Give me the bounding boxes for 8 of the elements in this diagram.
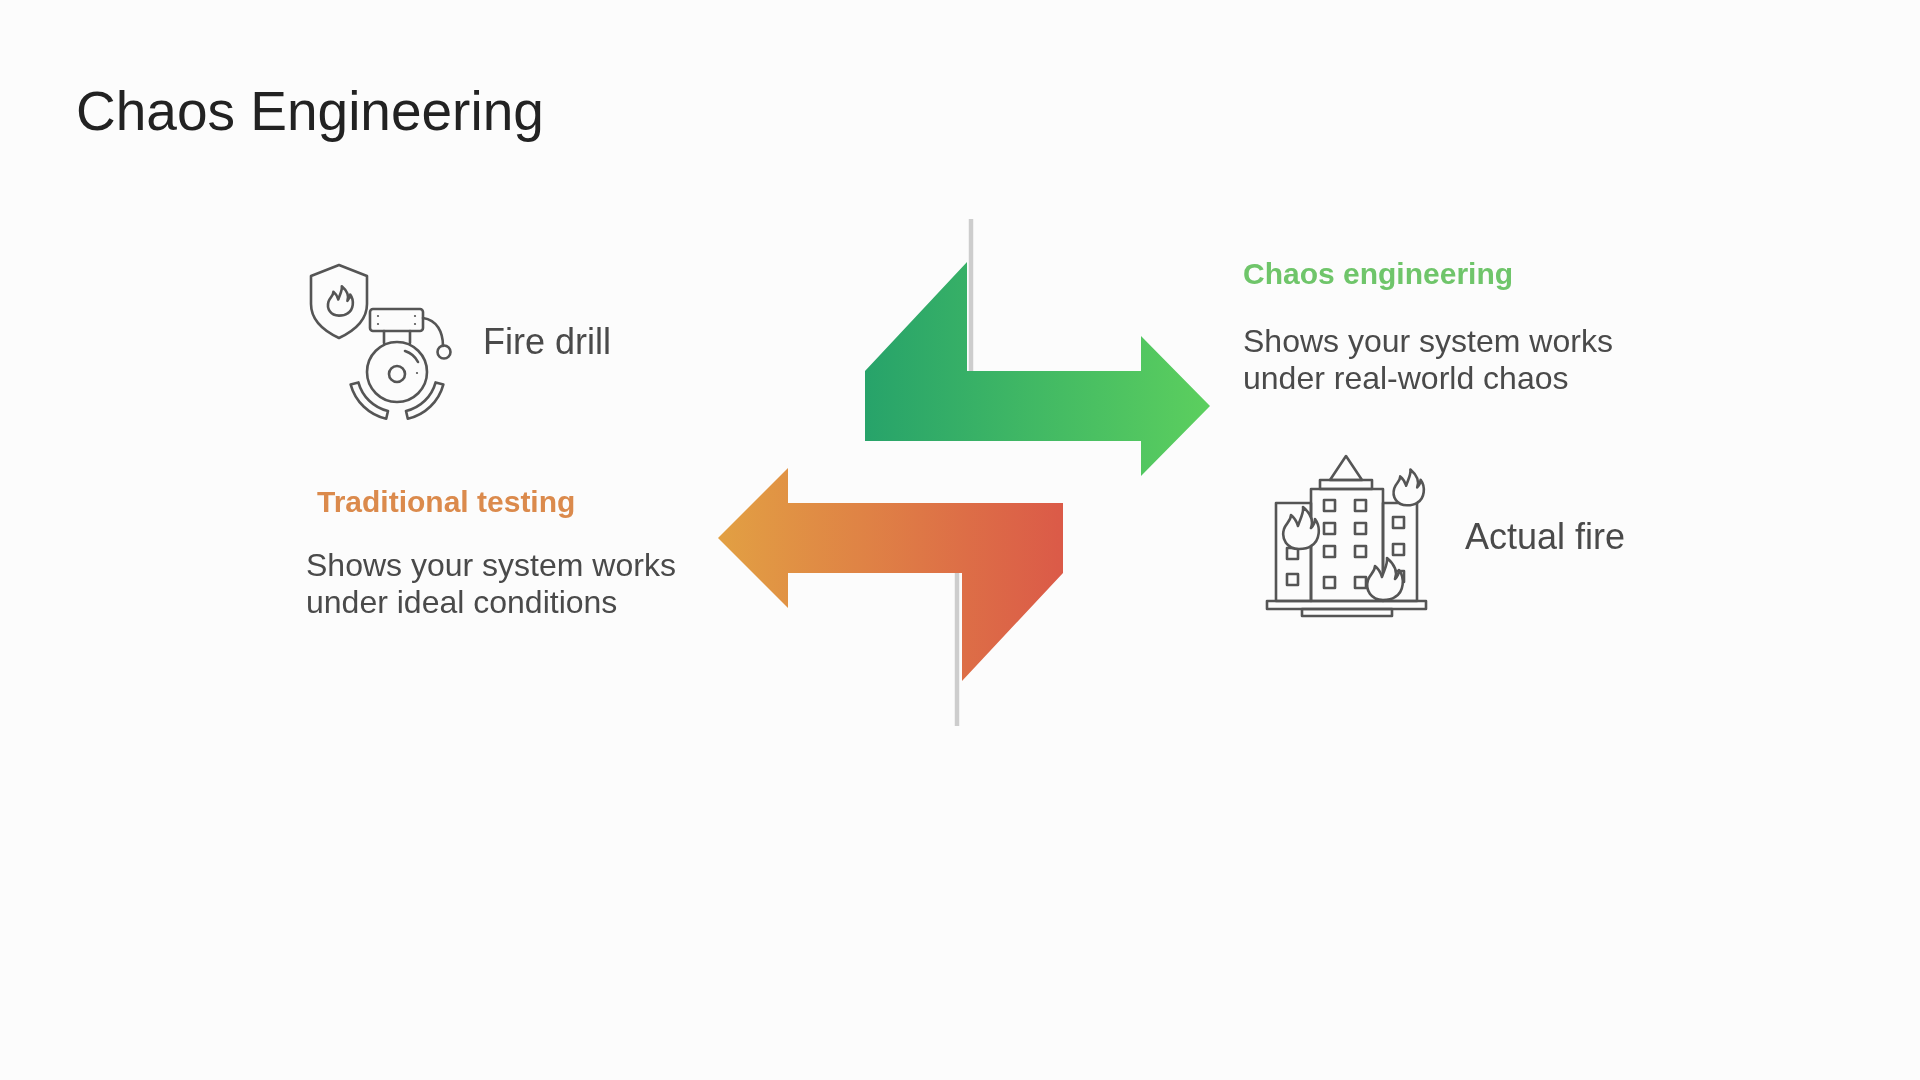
description-text: Shows your system works under ideal conditions	[306, 547, 677, 621]
section-heading: Traditional testing	[317, 484, 576, 520]
section-heading: Chaos engineering	[1243, 256, 1514, 292]
arrow	[718, 468, 1063, 681]
label-text: Actual fire	[1465, 515, 1626, 559]
label-text: Fire drill	[483, 320, 611, 364]
description-text: Shows your system works under real-world chaos	[1243, 323, 1614, 397]
arrow	[865, 262, 1210, 476]
